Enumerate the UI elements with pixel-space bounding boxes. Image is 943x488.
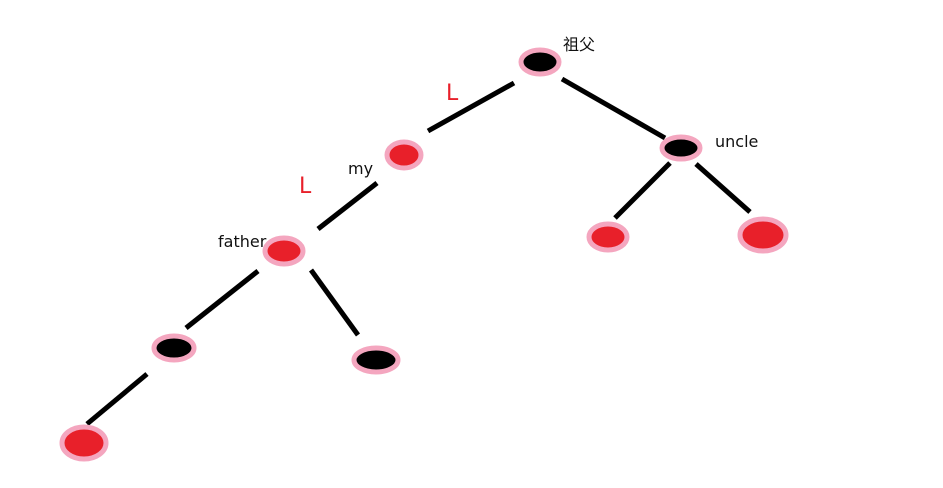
edge-father-left-child: [184, 269, 260, 330]
node-uncle-left-child: [586, 221, 630, 253]
node-father-left-grandchild: [59, 424, 109, 462]
node-father-left-child: [151, 333, 197, 363]
edge-my-father: [316, 181, 379, 231]
node-father-right-child: [351, 345, 401, 375]
edge-father-left-child-grandchild: [85, 372, 149, 426]
label-grandparent: 祖父: [563, 35, 595, 54]
edge-father-right-child: [308, 268, 361, 337]
node-grandparent: [518, 47, 562, 77]
edge-label-lower-left: L: [299, 174, 312, 199]
node-my: [384, 139, 424, 171]
node-father: [262, 235, 306, 267]
edge-uncle-left-child: [613, 161, 672, 220]
edge-uncle-right-child: [694, 162, 752, 214]
node-uncle: [659, 134, 703, 162]
node-uncle-right-child: [737, 216, 789, 254]
edge-grandparent-my: [426, 80, 516, 134]
edge-grandparent-uncle: [560, 76, 667, 141]
label-my: my: [348, 159, 373, 178]
label-father: father: [218, 232, 267, 251]
nodes: [59, 47, 789, 462]
label-uncle: uncle: [715, 132, 758, 151]
edges: [85, 76, 752, 426]
edge-label-upper-left: L: [446, 81, 459, 106]
